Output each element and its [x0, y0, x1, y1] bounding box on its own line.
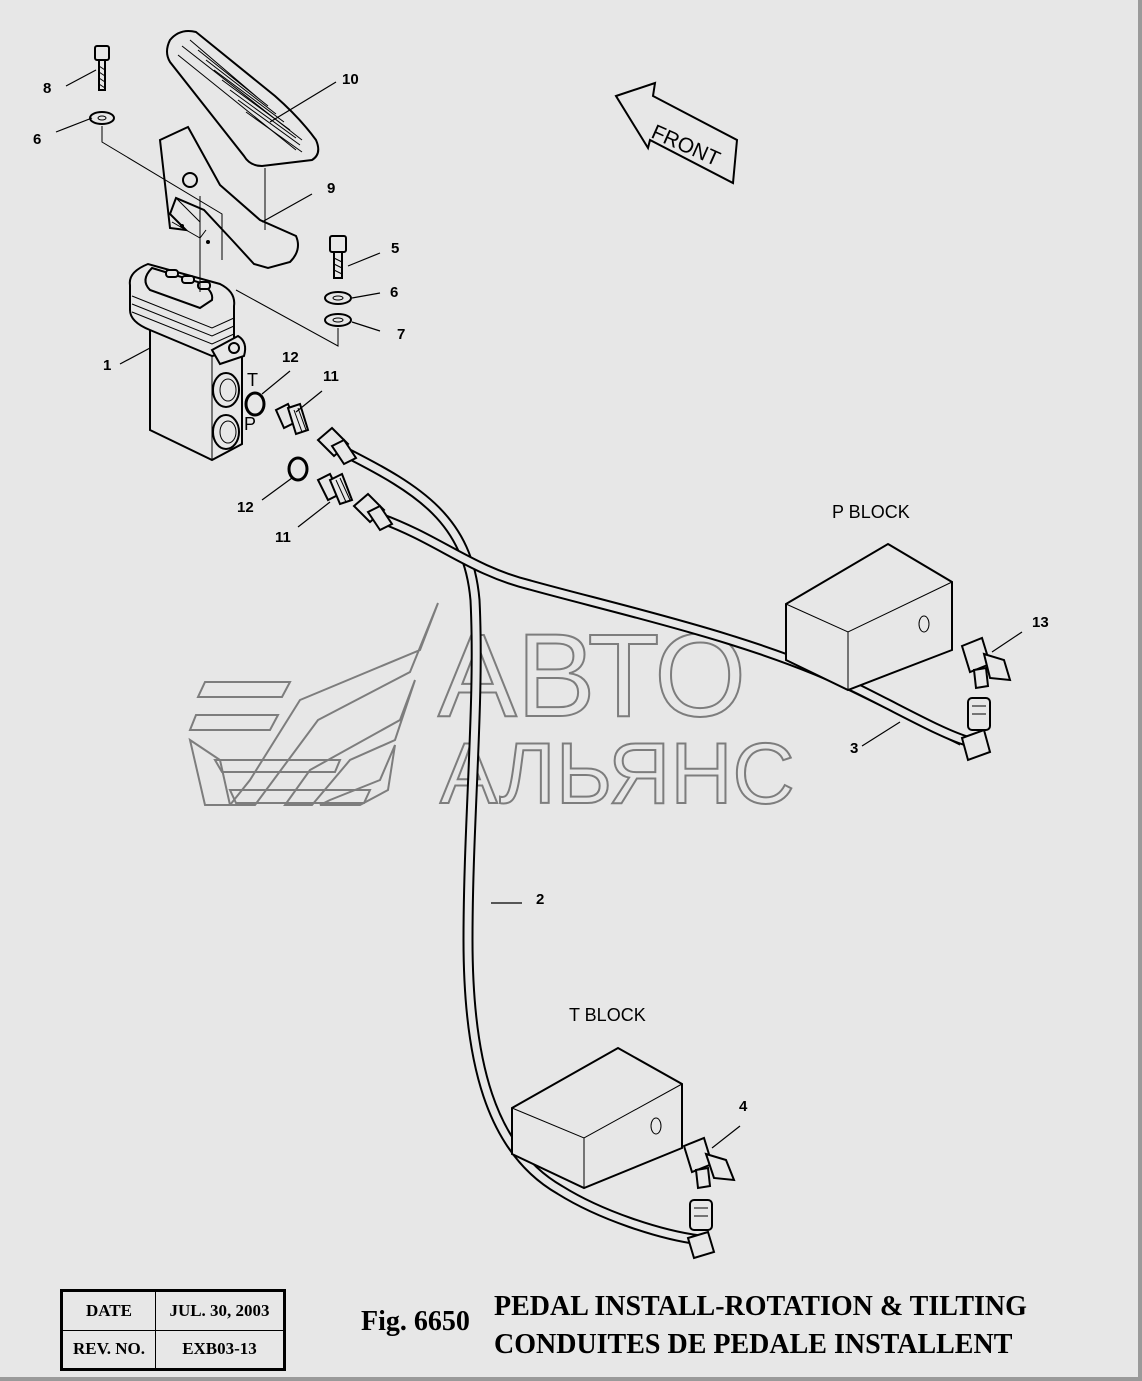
date-row: DATE JUL. 30, 2003 — [62, 1291, 284, 1331]
p-block-label: P BLOCK — [832, 502, 910, 522]
revision-info-box: DATE JUL. 30, 2003 REV. NO. EXB03-13 — [60, 1289, 286, 1371]
callout-10: 10 — [342, 71, 359, 88]
o-ring-lower — [287, 456, 309, 482]
hose-2-lower-fittings — [686, 1199, 716, 1260]
callout-4: 4 — [739, 1098, 748, 1115]
hose-2 — [316, 426, 706, 1246]
figure-title: PEDAL INSTALL-ROTATION & TILTING CONDUIT… — [494, 1288, 1027, 1364]
bolt-5-and-washers — [324, 235, 352, 327]
callout-9: 9 — [327, 180, 335, 197]
revision-label: REV. NO. — [62, 1329, 156, 1369]
callout-12-lower: 12 — [237, 499, 254, 516]
callouts: 8 6 10 9 5 6 7 1 12 11 12 11 2 3 13 4 — [33, 71, 1049, 1115]
port-t-label: T — [247, 370, 258, 390]
figure-number: Fig. 6650 — [361, 1306, 470, 1337]
revision-row: REV. NO. EXB03-13 — [62, 1329, 284, 1369]
figure-title-line2: CONDUITES DE PEDALE INSTALLENT — [494, 1329, 1013, 1360]
o-ring-upper — [244, 391, 266, 417]
pedal-mount-plate — [158, 125, 299, 270]
t-block — [511, 1046, 683, 1190]
callout-1: 1 — [103, 357, 111, 374]
leader-lines — [55, 69, 1023, 1149]
adapter-fitting-upper — [274, 402, 310, 436]
date-value: JUL. 30, 2003 — [155, 1291, 284, 1331]
watermark-logo — [188, 602, 439, 806]
tee-fitting-13 — [960, 636, 1012, 690]
bolt-8 — [89, 45, 115, 125]
p-block — [785, 542, 961, 746]
callout-11-lower: 11 — [275, 529, 291, 546]
tee-fitting-4 — [682, 1136, 736, 1190]
adapter-fitting-lower — [316, 472, 354, 506]
revision-table: DATE JUL. 30, 2003 REV. NO. EXB03-13 — [62, 1291, 284, 1369]
pedal-pad — [166, 30, 320, 168]
callout-13: 13 — [1032, 614, 1049, 631]
date-label: DATE — [62, 1291, 156, 1331]
hose-3 — [352, 492, 976, 748]
callout-3: 3 — [850, 740, 858, 757]
pedal-valve-body — [128, 262, 247, 462]
front-direction-arrow: FRONT — [614, 81, 739, 185]
t-block-label: T BLOCK — [569, 1005, 646, 1025]
callout-12-upper: 12 — [282, 349, 299, 366]
callout-2: 2 — [536, 891, 544, 908]
figure-title-line1: PEDAL INSTALL-ROTATION & TILTING — [494, 1291, 1027, 1322]
callout-6-lower: 6 — [390, 284, 398, 301]
callout-11-upper: 11 — [323, 368, 339, 385]
port-p-label: P — [244, 414, 256, 434]
callout-6-upper: 6 — [33, 131, 41, 148]
watermark-line2: АЛЬЯНС — [440, 726, 795, 822]
assembly-centerlines — [101, 126, 339, 347]
callout-5: 5 — [391, 240, 399, 257]
revision-value: EXB03-13 — [155, 1329, 284, 1369]
callout-8: 8 — [43, 80, 51, 97]
hose-3-elbow-fittings — [960, 697, 992, 762]
callout-7: 7 — [397, 326, 405, 343]
